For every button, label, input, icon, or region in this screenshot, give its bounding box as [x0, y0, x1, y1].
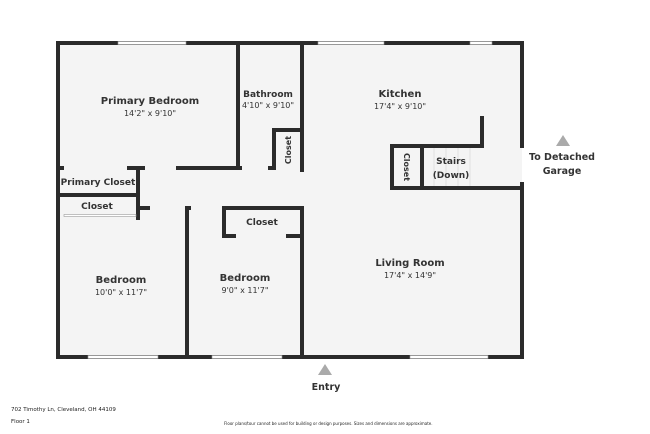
room-primary-bedroom: Primary Bedroom: [101, 96, 199, 107]
room-living-room-dim: 17'4" x 14'9": [384, 271, 436, 280]
room-bathroom-dim: 4'10" x 9'10": [242, 101, 294, 110]
floor-area: [58, 43, 522, 357]
room-primary-bedroom-dim: 14'2" x 9'10": [124, 109, 176, 118]
walls: [56, 41, 524, 359]
room-bedroom-2-dim: 9'0" x 11'7": [221, 286, 268, 295]
address: 702 Timothy Ln, Cleveland, OH 44109: [11, 407, 116, 413]
garage-arrow-icon: [556, 135, 570, 146]
room-bedroom-1: Bedroom: [96, 275, 147, 286]
disclaimer: Floor plans/tour cannot be used for buil…: [224, 421, 433, 426]
room-bedroom2-closet: Closet: [246, 218, 278, 228]
room-bedroom-1-dim: 10'0" x 11'7": [95, 288, 147, 297]
garage-label-2: Garage: [543, 166, 582, 177]
entry-label: Entry: [312, 382, 341, 393]
room-bathroom: Bathroom: [243, 90, 293, 100]
room-bathroom-closet: Closet: [284, 136, 293, 164]
room-kitchen-closet: Closet: [402, 153, 411, 181]
room-primary-closet: Primary Closet: [61, 178, 136, 188]
stair-treads: [433, 148, 471, 186]
room-closet: Closet: [81, 202, 113, 212]
room-stairs-down: (Down): [433, 171, 470, 181]
windows: [63, 41, 493, 359]
room-stairs: Stairs: [436, 157, 466, 167]
room-living-room: Living Room: [375, 258, 444, 269]
garage-label: To Detached: [529, 152, 595, 163]
room-kitchen-dim: 17'4" x 9'10": [374, 102, 426, 111]
entry-arrow-icon: [318, 364, 332, 375]
floor-label: Floor 1: [11, 419, 30, 425]
room-kitchen: Kitchen: [379, 89, 422, 100]
room-bedroom-2: Bedroom: [220, 273, 271, 284]
